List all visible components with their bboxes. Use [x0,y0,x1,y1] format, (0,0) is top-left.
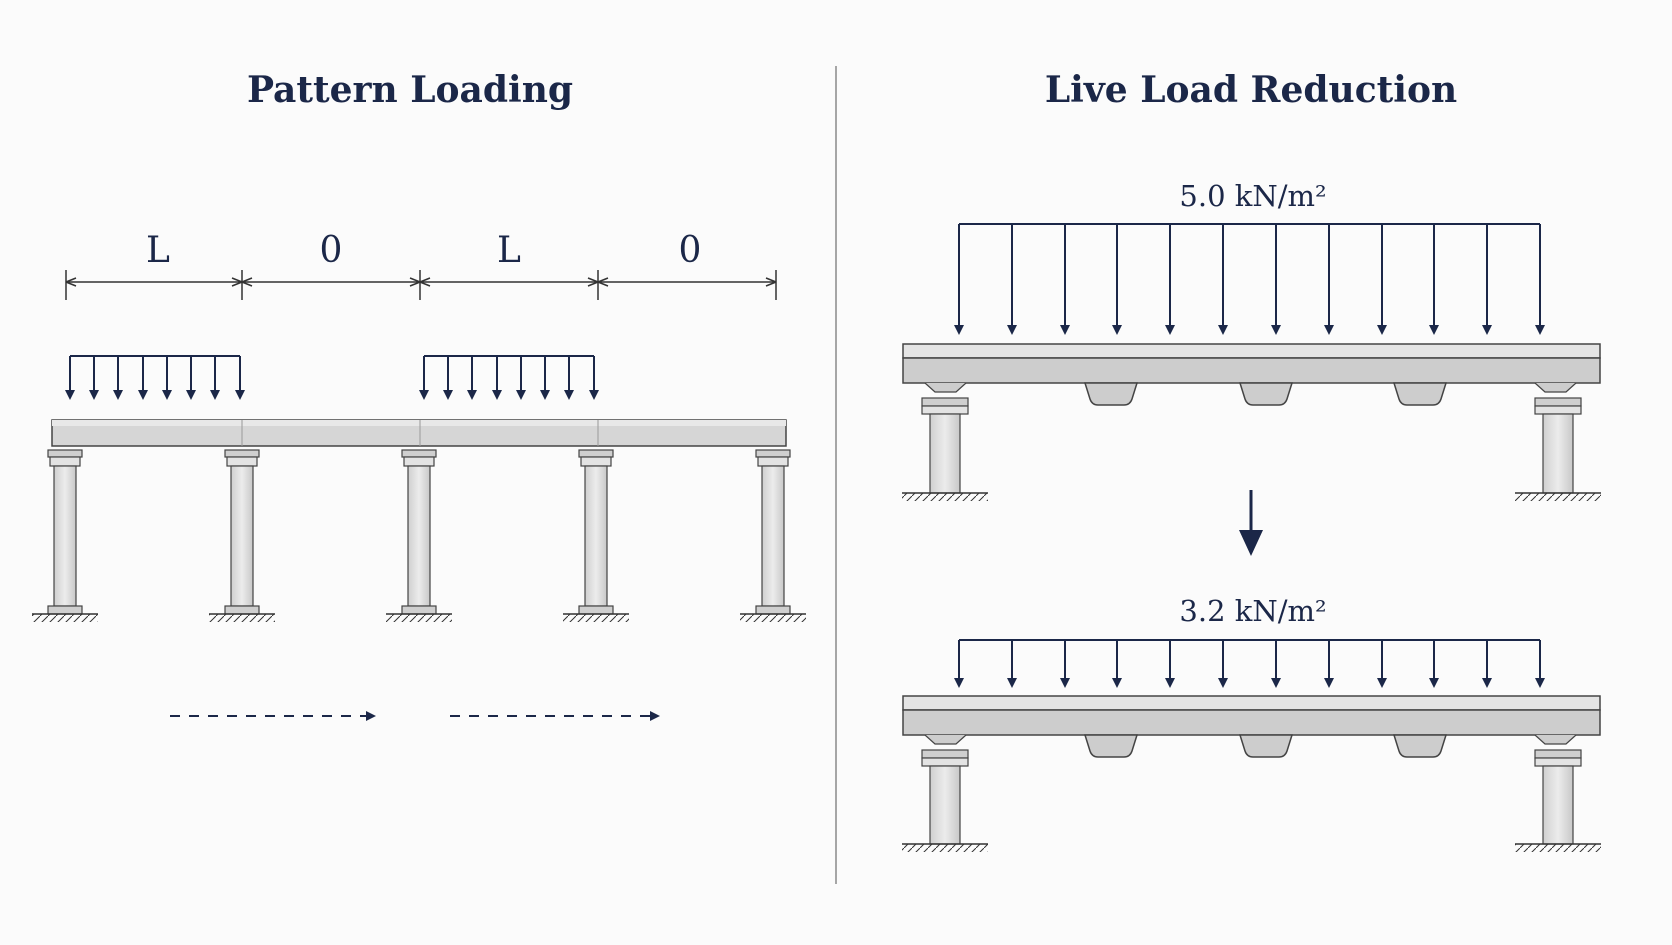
distributed-load-span-1 [65,355,245,400]
load-label-after: 3.2 kN/m² [1179,594,1326,628]
slab-after-left-column [902,749,988,852]
slab-before [902,343,1601,406]
column-5 [740,449,806,622]
load-label-before: 5.0 kN/m² [1179,179,1326,213]
slab-before-left-column [902,397,988,501]
slab-after [902,695,1601,758]
span-label-3: L [497,230,521,271]
span-label-1: L [146,230,170,271]
live-load-reduction-title: Live Load Reduction [1045,69,1457,111]
distributed-load-span-3 [419,355,599,400]
column-2 [209,449,275,622]
distributed-load-before [954,223,1545,335]
column-3 [386,449,452,622]
column-1 [32,449,98,622]
column-4 [563,449,629,622]
pattern-loading-title: Pattern Loading [247,69,573,111]
slab-after-right-column [1515,749,1601,852]
continuous-beam [51,419,787,447]
span-dimension-line [65,270,777,300]
distributed-load-after [954,639,1545,688]
live-load-reduction-panel: Live Load Reduction 5.0 kN/m² [902,69,1601,852]
pattern-loading-panel: Pattern Loading L 0 L 0 [32,69,806,721]
span-label-2: 0 [320,230,343,271]
span-label-4: 0 [679,230,702,271]
slab-before-right-column [1515,397,1601,501]
reduction-arrow [1239,490,1263,556]
